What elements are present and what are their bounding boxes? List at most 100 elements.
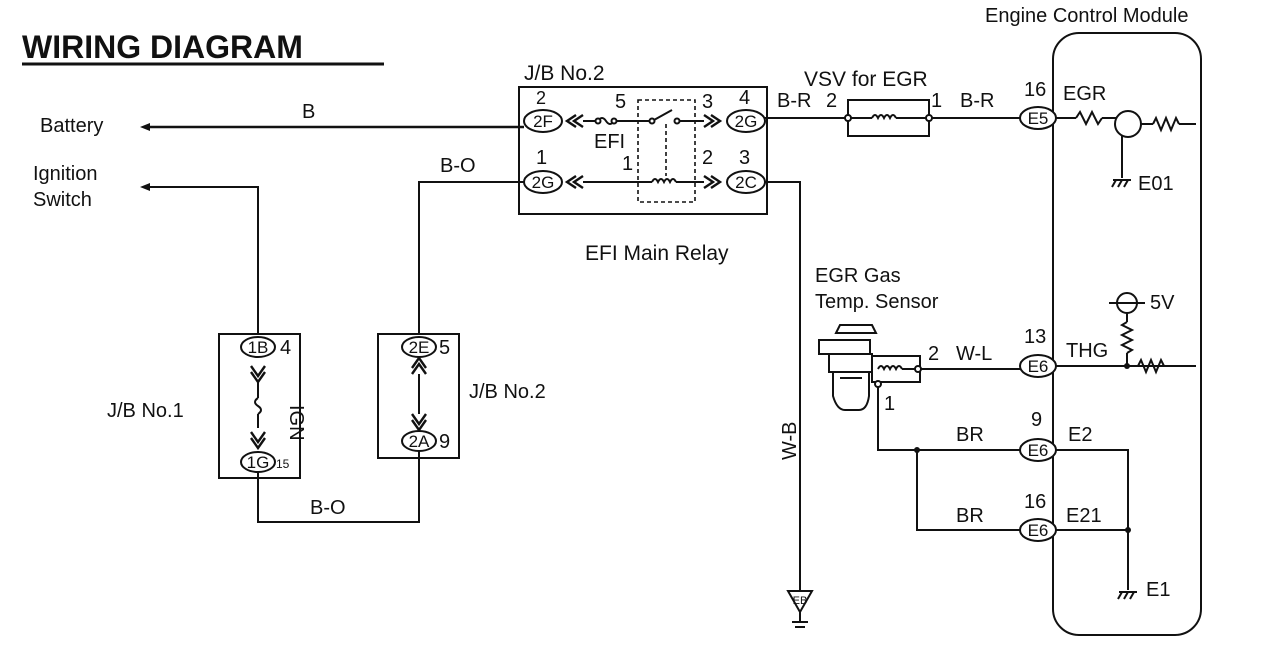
svg-text:2F: 2F [533, 112, 553, 131]
ground-eb-label: EB [793, 595, 808, 607]
egr-gas-temp-sensor [818, 324, 922, 411]
ecm-egr-circuit: EGR E01 [1056, 83, 1196, 195]
pin-2g-right: 4 [739, 87, 750, 109]
jb2-lower-label: J/B No.2 [469, 381, 546, 403]
efi-fuse: EFI 5 [583, 91, 650, 153]
wire-bo-upper-label: B-O [440, 155, 476, 177]
ecm-terminal-e2: E2 [1068, 424, 1092, 446]
wire-br-e21: BR [916, 450, 1020, 531]
egr-sensor-label-line2: Temp. Sensor [815, 291, 939, 313]
pin-2g-left: 1 [536, 147, 547, 169]
connector-chevrons-upper [564, 114, 723, 189]
wire-wl-label: W-L [956, 343, 992, 365]
pin-2e: 5 [439, 337, 450, 359]
ecm-box [1052, 32, 1202, 636]
pin-1b: 4 [280, 337, 291, 359]
svg-text:E6: E6 [1028, 357, 1049, 376]
ign-fuse: IGN [250, 365, 307, 451]
svg-text:E6: E6 [1028, 521, 1049, 540]
svg-text:E5: E5 [1028, 109, 1049, 128]
connector-e6-e21: E6 16 [1019, 491, 1057, 542]
pin-e5: 16 [1024, 79, 1046, 101]
jb1-label: J/B No.1 [107, 400, 184, 422]
ecm-label: Engine Control Module [985, 5, 1188, 27]
pin-2c: 3 [739, 147, 750, 169]
pin-e6-thg: 13 [1024, 326, 1046, 348]
wire-bo-lower: B-O [257, 451, 420, 523]
ecm-terminal-egr: EGR [1063, 83, 1106, 105]
vsv-for-egr: VSV for EGR 1 [804, 68, 942, 137]
diagram-title: WIRING DIAGRAM [22, 29, 303, 65]
jb2-upper-label: J/B No.2 [524, 62, 605, 85]
wire-br-e2: 1 BR [877, 387, 1020, 453]
wire-br-2-label: B-R [960, 90, 994, 112]
egr-sensor-label-line1: EGR Gas [815, 265, 901, 287]
pin-relay-1: 1 [622, 153, 633, 175]
wire-br-to-ecm: B-R [932, 90, 1020, 119]
ignition-wire [140, 183, 259, 334]
pin-vsv-in: 2 [826, 90, 837, 112]
ecm-terminal-thg: THG [1066, 340, 1108, 362]
ground-wire-wb: W-B EB [765, 181, 814, 628]
pin-sensor-ground: 1 [884, 393, 895, 415]
pin-2f: 2 [536, 88, 546, 108]
battery-wire: B [140, 101, 524, 131]
svg-text:2A: 2A [409, 432, 430, 451]
svg-text:E6: E6 [1028, 441, 1049, 460]
svg-text:1G: 1G [247, 453, 270, 472]
connector-2a: 2A 9 [401, 430, 450, 453]
relay-switch-contact: 3 [648, 91, 713, 125]
connector-e5: E5 16 [1019, 79, 1057, 130]
efi-fuse-label: EFI [594, 131, 625, 153]
wire-br-e2-label: BR [956, 424, 984, 446]
ecm-thg-circuit: 5V THG [1056, 292, 1196, 375]
pin-sensor-signal: 2 [928, 343, 939, 365]
ecm-terminal-e01: E01 [1138, 173, 1174, 195]
svg-text:1B: 1B [248, 338, 269, 357]
ecm-terminal-e21: E21 [1066, 505, 1102, 527]
relay-coil: 1 2 [583, 124, 713, 185]
pin-relay-2: 2 [702, 147, 713, 169]
ign-fuse-label: IGN [285, 405, 307, 441]
connector-e6-e2: E6 9 [1019, 409, 1057, 462]
svg-text:2C: 2C [735, 173, 757, 192]
wire-wb-label: W-B [779, 421, 801, 460]
svg-text:2G: 2G [735, 112, 758, 131]
ignition-switch-label-line1: Ignition [33, 163, 98, 185]
jb2-lower-link [411, 355, 427, 433]
ignition-switch-label-line2: Switch [33, 189, 92, 211]
vsv-label: VSV for EGR [804, 68, 928, 91]
connector-2c: 2C 3 [726, 147, 766, 194]
wire-wl-thg: 2 W-L [921, 343, 1020, 370]
pin-relay-5: 5 [615, 91, 626, 113]
battery-wire-color: B [302, 101, 315, 123]
wire-bo-to-2g: B-O [418, 155, 524, 334]
pin-vsv-out: 1 [931, 90, 942, 112]
connector-2g-left: 2G 1 [523, 147, 563, 194]
jb1-box [218, 333, 301, 479]
ecm-ground-circuit: E2 E21 E1 [1056, 424, 1170, 601]
ecm-terminal-5v: 5V [1150, 292, 1175, 314]
jb2-upper-box [518, 86, 768, 215]
pin-e6-e21: 16 [1024, 491, 1046, 513]
pin-e6-e2: 9 [1031, 409, 1042, 431]
battery-label: Battery [40, 115, 103, 137]
pin-relay-3: 3 [702, 91, 713, 113]
wire-br-1-label: B-R [777, 90, 811, 112]
connector-2g-right: 2G 4 [726, 87, 766, 133]
efi-main-relay-label: EFI Main Relay [585, 242, 729, 265]
connector-2e: 2E 5 [401, 336, 450, 359]
pin-1g: 15 [276, 457, 290, 471]
connector-1g: 1G 15 [240, 451, 290, 473]
svg-text:2E: 2E [409, 338, 430, 357]
wire-br-e21-label: BR [956, 505, 984, 527]
wire-bo-lower-label: B-O [310, 497, 346, 519]
connector-1b: 1B 4 [240, 336, 291, 359]
pin-2a: 9 [439, 431, 450, 453]
efi-main-relay-outline [637, 99, 696, 203]
connector-e6-thg: E6 13 [1019, 326, 1057, 378]
connector-2f: 2F 2 [523, 88, 563, 133]
svg-text:2G: 2G [532, 173, 555, 192]
ecm-terminal-e1: E1 [1146, 579, 1170, 601]
